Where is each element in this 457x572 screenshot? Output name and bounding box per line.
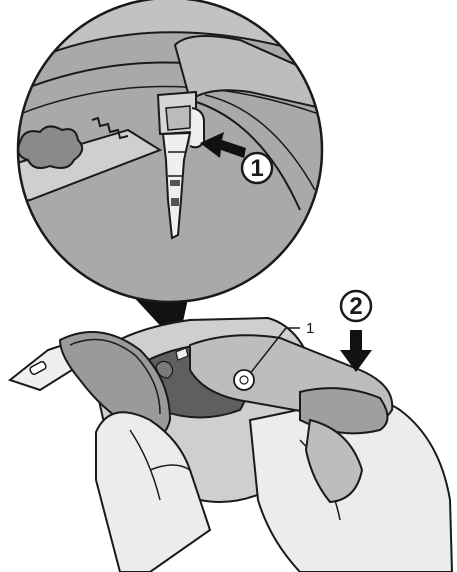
- magnified-detail: [0, 0, 330, 302]
- callout-1-label: 1: [306, 320, 314, 337]
- step-1-label: 1: [250, 155, 263, 182]
- step-2-label: 2: [349, 293, 362, 320]
- step-2-marker: 2: [341, 291, 371, 321]
- step-1-marker: 1: [242, 153, 272, 183]
